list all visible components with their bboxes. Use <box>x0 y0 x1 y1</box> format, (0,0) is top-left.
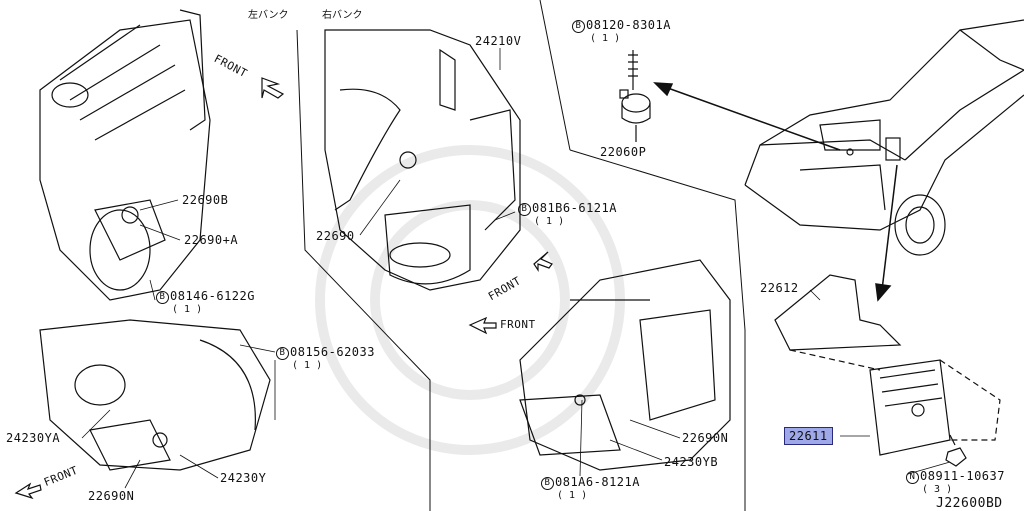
nut-08911-qty: ( 3 ) <box>922 484 953 495</box>
bolt-08120-qty: ( 1 ) <box>590 33 621 44</box>
n-symbol: N <box>906 471 919 484</box>
ecm-drawing <box>774 274 1001 467</box>
bolt-081a6-qty: ( 1 ) <box>557 490 588 501</box>
left-bank-header: 左バンク <box>248 10 289 21</box>
part-22611-highlighted[interactable]: 22611 <box>784 427 833 445</box>
b-symbol: B <box>276 347 289 360</box>
part-22690b[interactable]: 22690B <box>182 193 229 207</box>
part-24230ya[interactable]: 24230YA <box>6 431 61 445</box>
b-symbol: B <box>572 20 585 33</box>
knock-sensor-drawing <box>619 50 651 142</box>
engine-left-top <box>39 9 211 301</box>
panel-dividers <box>296 0 746 511</box>
engine-center <box>324 29 521 291</box>
part-24230y[interactable]: 24230Y <box>220 471 267 485</box>
b-symbol: B <box>518 203 531 216</box>
bolt-08156-qty: ( 1 ) <box>292 360 323 371</box>
callout-arrows <box>653 82 898 302</box>
part-22690-a[interactable]: 22690+A <box>184 233 239 247</box>
part-22612[interactable]: 22612 <box>760 281 799 295</box>
b-symbol: B <box>156 291 169 304</box>
right-bank-header: 右バンク <box>322 10 363 21</box>
part-22690[interactable]: 22690 <box>316 229 355 243</box>
engine-left-bottom <box>39 319 271 471</box>
b-symbol: B <box>541 477 554 490</box>
engine-under-assembly <box>519 259 731 471</box>
bolt-08146-qty: ( 1 ) <box>172 304 203 315</box>
car-drawing <box>744 19 1024 256</box>
part-24230yb[interactable]: 24230YB <box>664 455 719 469</box>
front-arrows <box>14 77 553 500</box>
drawing-code: J22600BD <box>936 496 1003 511</box>
front-label-under: FRONT <box>500 318 536 331</box>
part-22690n-right[interactable]: 22690N <box>682 431 729 445</box>
part-22690n-left[interactable]: 22690N <box>88 489 135 503</box>
part-22060p[interactable]: 22060P <box>600 145 647 159</box>
bolt-081b6-qty: ( 1 ) <box>534 216 565 227</box>
part-24210v[interactable]: 24210V <box>475 34 522 48</box>
